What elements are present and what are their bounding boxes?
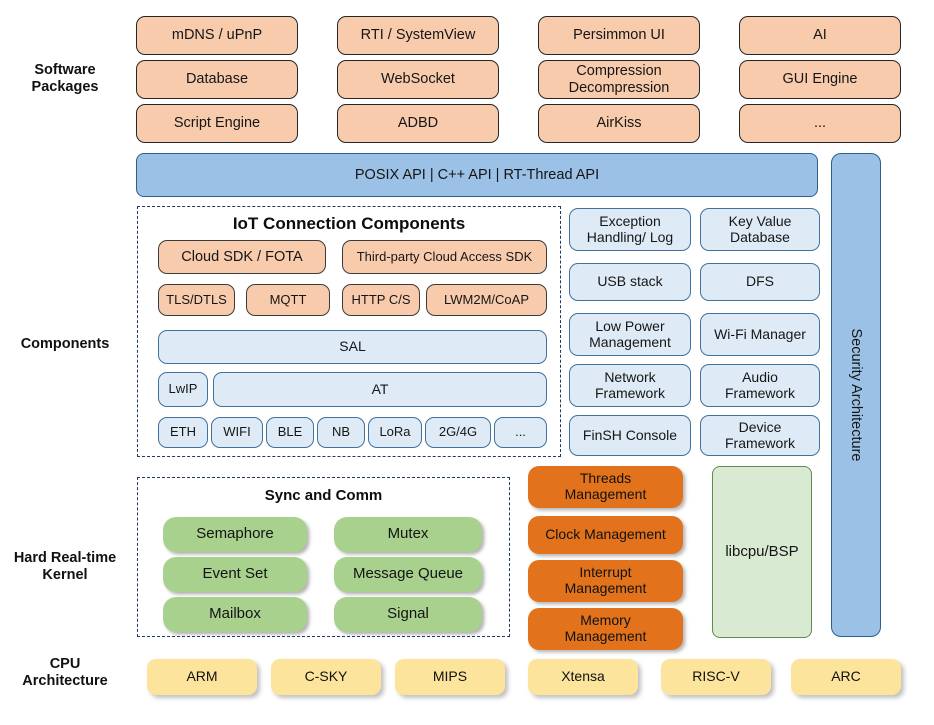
kernel-interrupt-management[interactable]: Interrupt Management — [528, 560, 683, 602]
kernel-libcpu-bsp[interactable]: libcpu/BSP — [712, 466, 812, 638]
cpu-xtensa[interactable]: Xtensa — [528, 659, 638, 695]
iot-link-nb[interactable]: NB — [317, 417, 365, 448]
sync-and-comm-group — [137, 477, 510, 637]
iot-mqtt[interactable]: MQTT — [246, 284, 330, 316]
iot-cloud-sdk-fota[interactable]: Cloud SDK / FOTA — [158, 240, 326, 274]
package-mdns-upnp[interactable]: mDNS / uPnP — [136, 16, 298, 55]
package-more[interactable]: ... — [739, 104, 901, 143]
component-usb-stack[interactable]: USB stack — [569, 263, 691, 301]
sync-mutex[interactable]: Mutex — [334, 517, 482, 552]
component-low-power-management[interactable]: Low Power Management — [569, 313, 691, 356]
iot-at[interactable]: AT — [213, 372, 547, 407]
package-compression-decompression[interactable]: Compression Decompression — [538, 60, 700, 99]
sync-and-comm-title: Sync and Comm — [264, 487, 383, 504]
component-key-value-database[interactable]: Key Value Database — [700, 208, 820, 251]
iot-link-wifi[interactable]: WIFI — [211, 417, 263, 448]
api-bar[interactable]: POSIX API | C++ API | RT-Thread API — [136, 153, 818, 197]
sync-event-set[interactable]: Event Set — [163, 557, 307, 592]
cpu-risc-v[interactable]: RISC-V — [661, 659, 771, 695]
iot-http-cs[interactable]: HTTP C/S — [342, 284, 420, 316]
iot-link-2g-4g[interactable]: 2G/4G — [425, 417, 491, 448]
component-wifi-manager[interactable]: Wi-Fi Manager — [700, 313, 820, 356]
iot-link-lora[interactable]: LoRa — [368, 417, 422, 448]
security-architecture-bar[interactable]: Security Architecture — [831, 153, 881, 637]
package-adbd[interactable]: ADBD — [337, 104, 499, 143]
section-label-software-packages: Software Packages — [31, 62, 99, 95]
iot-link-ble[interactable]: BLE — [266, 417, 314, 448]
sync-message-queue[interactable]: Message Queue — [334, 557, 482, 592]
iot-group-title: IoT Connection Components — [232, 214, 466, 233]
iot-link-more[interactable]: ... — [494, 417, 547, 448]
package-script-engine[interactable]: Script Engine — [136, 104, 298, 143]
component-audio-framework[interactable]: Audio Framework — [700, 364, 820, 407]
package-airkiss[interactable]: AirKiss — [538, 104, 700, 143]
kernel-memory-management[interactable]: Memory Management — [528, 608, 683, 650]
cpu-mips[interactable]: MIPS — [395, 659, 505, 695]
kernel-threads-management[interactable]: Threads Management — [528, 466, 683, 508]
iot-tls-dtls[interactable]: TLS/DTLS — [158, 284, 235, 316]
package-persimmon-ui[interactable]: Persimmon UI — [538, 16, 700, 55]
component-network-framework[interactable]: Network Framework — [569, 364, 691, 407]
iot-link-eth[interactable]: ETH — [158, 417, 208, 448]
security-architecture-label: Security Architecture — [848, 328, 864, 462]
iot-connection-components-group — [137, 206, 561, 457]
section-label-hard-real-time-kernel: Hard Real-time Kernel — [13, 550, 117, 583]
component-dfs[interactable]: DFS — [700, 263, 820, 301]
component-finsh-console[interactable]: FinSH Console — [569, 415, 691, 456]
iot-lwm2m-coap[interactable]: LWM2M/CoAP — [426, 284, 547, 316]
cpu-c-sky[interactable]: C-SKY — [271, 659, 381, 695]
iot-lwip[interactable]: LwIP — [158, 372, 208, 407]
iot-third-party-cloud-access-sdk[interactable]: Third-party Cloud Access SDK — [342, 240, 547, 274]
iot-sal[interactable]: SAL — [158, 330, 547, 364]
package-database[interactable]: Database — [136, 60, 298, 99]
package-rti-systemview[interactable]: RTI / SystemView — [337, 16, 499, 55]
package-ai[interactable]: AI — [739, 16, 901, 55]
package-gui-engine[interactable]: GUI Engine — [739, 60, 901, 99]
section-label-components: Components — [20, 336, 110, 352]
kernel-clock-management[interactable]: Clock Management — [528, 516, 683, 554]
section-label-cpu-architecture: CPU Architecture — [22, 656, 108, 689]
cpu-arm[interactable]: ARM — [147, 659, 257, 695]
sync-signal[interactable]: Signal — [334, 597, 482, 632]
sync-semaphore[interactable]: Semaphore — [163, 517, 307, 552]
component-device-framework[interactable]: Device Framework — [700, 415, 820, 456]
package-websocket[interactable]: WebSocket — [337, 60, 499, 99]
component-exception-handling-log[interactable]: Exception Handling/ Log — [569, 208, 691, 251]
cpu-arc[interactable]: ARC — [791, 659, 901, 695]
sync-mailbox[interactable]: Mailbox — [163, 597, 307, 632]
